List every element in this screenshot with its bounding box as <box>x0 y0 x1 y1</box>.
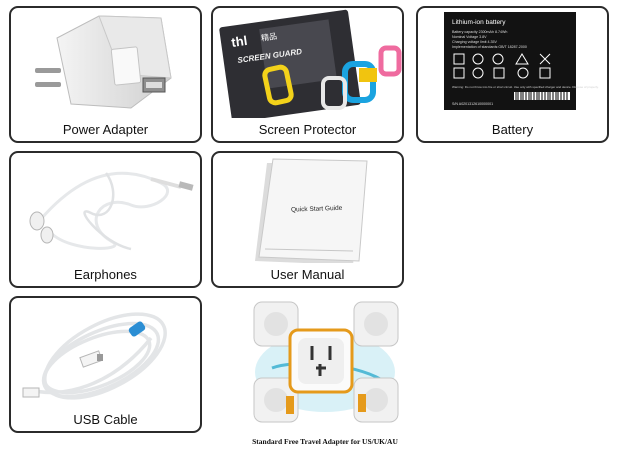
item-caption: USB Cable <box>73 412 138 427</box>
earphones-card: Earphones <box>9 151 202 288</box>
manual-title: Quick Start Guide <box>291 205 343 214</box>
battery-spec-4: Implementation of standards:GB/T 18287-2… <box>452 45 527 49</box>
earphones-image <box>29 171 194 251</box>
adapter-caption: Standard Free Travel Adapter for US/UK/A… <box>252 437 398 446</box>
battery-spec-1: Battery capacity 2300mAh 8.74Wh <box>452 30 507 34</box>
battery-card: Lithium-ion battery Battery capacity 230… <box>416 6 609 143</box>
usb-cable-image <box>22 312 167 400</box>
screen-protector-image: thl 精品 SCREEN GUARD <box>219 9 402 118</box>
travel-adapter-image: Standard Free Travel Adapter for US/UK/A… <box>232 294 418 452</box>
battery-spec-3: Charging voltage limit 4.35V <box>452 40 498 44</box>
usb-cable-card: USB Cable <box>9 296 202 433</box>
barcode <box>514 92 570 100</box>
brand-sub-text: 精品 <box>260 31 277 43</box>
power-adapter-image <box>35 15 172 109</box>
user-manual-image: Quick Start Guide <box>255 158 368 263</box>
brand-text: thl <box>230 33 248 50</box>
item-caption: Battery <box>491 122 534 137</box>
item-caption: Power Adapter <box>62 122 149 137</box>
battery-serial: S/N A0201312610000001 <box>452 102 493 106</box>
item-caption: Earphones <box>74 267 137 282</box>
battery-warning: Warning: Do not throw into fire or short… <box>452 85 599 89</box>
battery-type: Lithium-ion battery <box>452 19 506 26</box>
certification-icons <box>453 53 551 79</box>
battery-image: Lithium-ion battery Battery capacity 230… <box>444 12 599 110</box>
screen-protector-card: thl 精品 SCREEN GUARD Screen Protector <box>211 6 404 143</box>
battery-spec-2: Nominal Voltage 3.8V <box>452 35 487 39</box>
item-caption: Screen Protector <box>258 122 357 137</box>
user-manual-card: Quick Start Guide User Manual <box>211 151 404 288</box>
power-adapter-card: Power Adapter <box>9 6 202 143</box>
item-caption: User Manual <box>270 267 345 282</box>
